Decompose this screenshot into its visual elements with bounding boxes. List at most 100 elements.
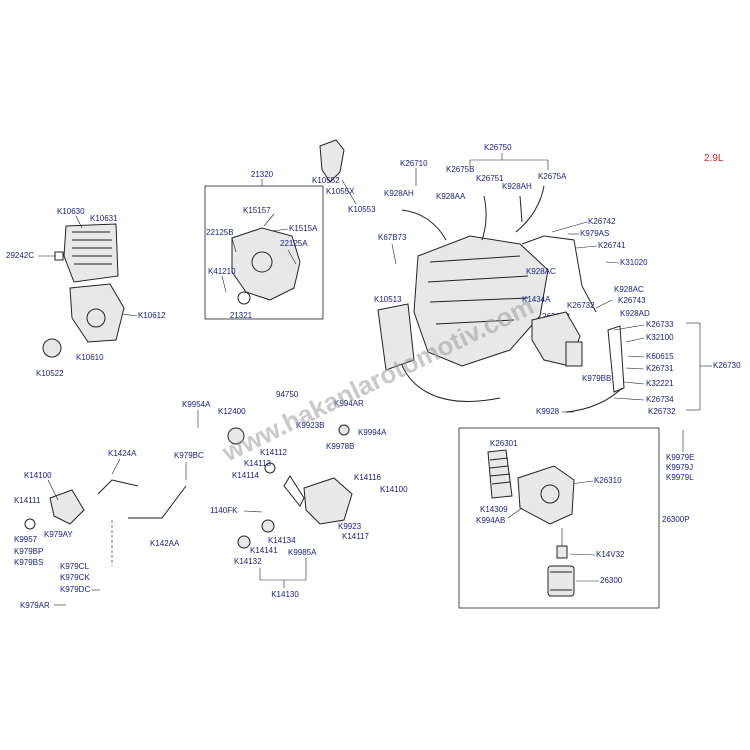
label-k979ck: K979CK [60, 573, 90, 582]
label-94750: 94750 [276, 390, 299, 399]
label-k9985a: K9985A [288, 548, 317, 557]
label-k928ad: K928AD [620, 309, 650, 318]
label-k9923b: K9923B [296, 421, 324, 430]
label-k26710: K26710 [400, 159, 428, 168]
label-k1055x: K1055X [326, 187, 355, 196]
label-21321: 21321 [230, 311, 253, 320]
label-k10522: K10522 [36, 369, 64, 378]
label-k14114: K14114 [232, 471, 260, 480]
timing-cover-box [204, 185, 324, 320]
label-k60615: K60615 [646, 352, 674, 361]
label-k14100-left: K14100 [24, 471, 52, 480]
label-k1434a: K1434A [522, 295, 551, 304]
label-k1424a: K1424A [108, 449, 137, 458]
label-k26750: K26750 [484, 143, 512, 152]
label-k9994a: K9994A [358, 428, 387, 437]
label-k26743: K26743 [618, 296, 646, 305]
bracket-drawing [319, 139, 345, 183]
label-k10610: K10610 [76, 353, 104, 362]
label-k979bc: K979BC [174, 451, 204, 460]
label-k26310: K26310 [594, 476, 622, 485]
label-k26301: K26301 [490, 439, 518, 448]
label-k9954a: K9954A [182, 400, 211, 409]
label-k1515a: K1515A [289, 224, 318, 233]
lower-cover-drawing [69, 283, 125, 343]
label-k979bp: K979BP [14, 547, 43, 556]
label-k26742: K26742 [588, 217, 616, 226]
label-k14134: K14134 [268, 536, 296, 545]
label-k67b73: K67B73 [378, 233, 407, 242]
label-k26751: K26751 [476, 174, 504, 183]
label-k10630: K10630 [57, 207, 85, 216]
label-k14309: K14309 [480, 505, 508, 514]
pipe-drawing [521, 235, 597, 313]
right-pipe-group: K26742 K979AS K26741 K928AC K31020 K928A… [521, 217, 741, 416]
label-k9928: K9928 [536, 407, 560, 416]
label-k14141: K14141 [250, 546, 278, 555]
label-k32221: K32221 [646, 379, 674, 388]
upper-hose-drawing [401, 209, 447, 241]
label-k979as: K979AS [580, 229, 609, 238]
label-k26734: K26734 [646, 395, 674, 404]
pickup-tube-drawing [97, 479, 187, 519]
label-k928ac-a: K928AC [526, 267, 556, 276]
label-26300p-box: 26300P [662, 515, 690, 524]
label-k979bb: K979BB [582, 374, 611, 383]
label-k26730: K26730 [713, 361, 741, 370]
label-k26733: K26733 [646, 320, 674, 329]
label-k979bs: K979BS [14, 558, 43, 567]
engine-block-drawing [413, 235, 549, 367]
label-22125a: 22125A [280, 239, 308, 248]
pickup-drawing [49, 489, 85, 525]
label-k14132: K14132 [234, 557, 262, 566]
label-29242c: 29242C [6, 251, 34, 260]
oil-filter-drawing [547, 565, 575, 597]
label-k14111: K14111 [14, 496, 41, 505]
label-k928ah-pipe: K928AH [384, 189, 414, 198]
label-k14112: K14112 [260, 448, 288, 457]
label-k9923: K9923 [338, 522, 362, 531]
label-k14100-mid: K14100 [380, 485, 408, 494]
sprocket-drawing [227, 427, 245, 445]
label-1140fk: 1140FK [210, 506, 238, 515]
label-k9979l: K9979L [666, 473, 694, 482]
label-k994ab: K994AB [476, 516, 505, 525]
label-k2675a: K2675A [538, 172, 567, 181]
engine-block-group: K67B73 K10513 [374, 233, 549, 402]
oil-filter-box [458, 427, 660, 609]
label-k979ay: K979AY [44, 530, 73, 539]
label-k26741: K26741 [598, 241, 626, 250]
upper-cover-drawing [63, 223, 119, 283]
oil-filter-group: K26301 K26310 K14309 K994AB 26300P K14V3… [458, 427, 694, 609]
oil-cooler-drawing [487, 449, 513, 499]
oil-filter-nipple-drawing [556, 545, 568, 559]
label-k10553: K10553 [348, 205, 376, 214]
label-k994ar: K994AR [334, 399, 364, 408]
label-k14113: K14113 [244, 459, 272, 468]
label-k9979e: K9979E [666, 453, 694, 462]
engine-variant-label: 2.9L [704, 153, 724, 164]
label-k2675b: K2675B [446, 165, 474, 174]
oil-pump-drawing [303, 477, 353, 525]
timing-cover-group: 21320 K15157 K1515A 22125B 22125A K41210… [204, 170, 324, 320]
oil-pickup-group: K1424A K979BC K14100 K14111 K979AY K9957… [14, 449, 204, 610]
seal-drawing [42, 338, 62, 358]
label-k9978b: K9978B [326, 442, 354, 451]
label-26300: 26300 [600, 576, 623, 585]
label-k14116: K14116 [354, 473, 382, 482]
oil-filter-housing-drawing [517, 465, 575, 525]
label-k14v32: K14V32 [596, 550, 625, 559]
label-k928aa: K928AA [436, 192, 466, 201]
label-k928ac-b: K928AC [614, 285, 644, 294]
label-k10513: K10513 [374, 295, 402, 304]
label-k10612: K10612 [138, 311, 166, 320]
label-k10631: K10631 [90, 214, 118, 223]
label-k10552: K10552 [312, 176, 340, 185]
gasket-drawing [377, 303, 415, 371]
label-k26731: K26731 [646, 364, 674, 373]
label-k9979j: K9979J [666, 463, 693, 472]
label-k928ah-top: K928AH [502, 182, 532, 191]
label-k14130: K14130 [271, 590, 299, 599]
label-k979ar: K979AR [20, 601, 50, 610]
label-k26732-bot: K26732 [648, 407, 676, 416]
